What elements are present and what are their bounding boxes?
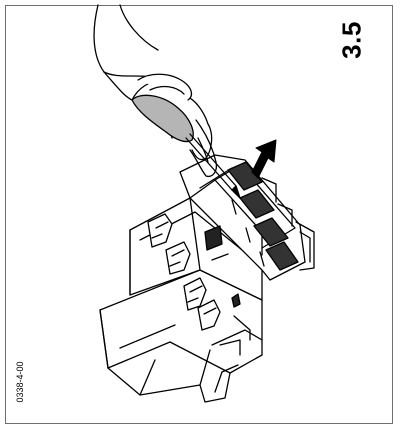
connector-module-icon bbox=[99, 154, 315, 403]
pull-direction-arrow-icon bbox=[251, 139, 277, 179]
screwdriver-icon bbox=[131, 94, 241, 199]
figure-frame bbox=[5, 5, 393, 424]
